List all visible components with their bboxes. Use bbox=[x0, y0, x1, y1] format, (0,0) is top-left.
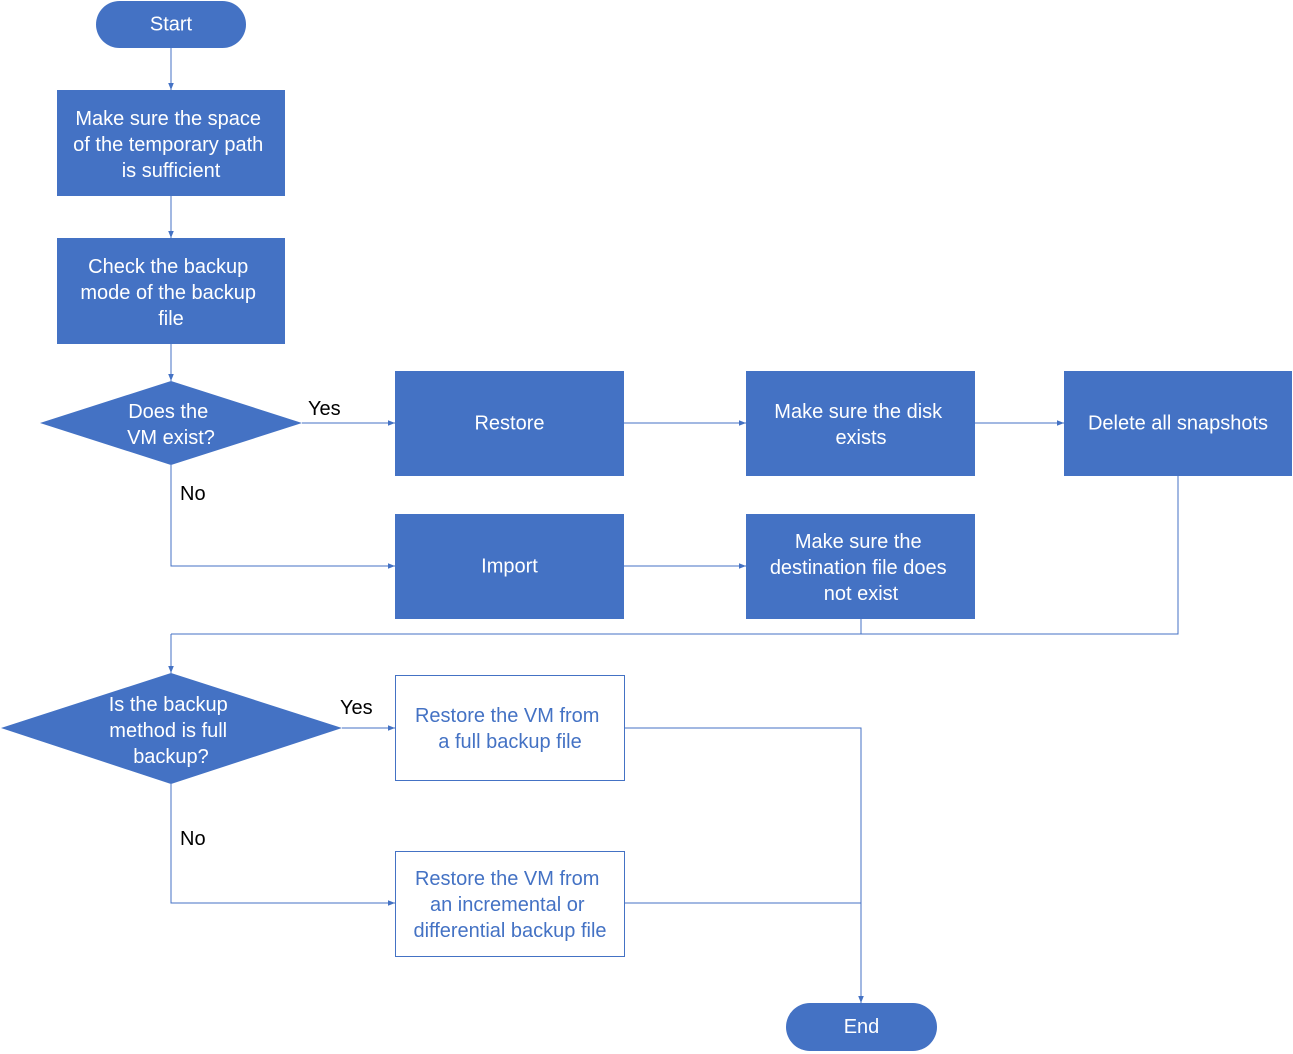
restore-label: Restore bbox=[474, 413, 544, 435]
end-label: End bbox=[844, 1016, 880, 1038]
check-space-label: Make sure the space of the temporary pat… bbox=[73, 108, 269, 182]
connectors bbox=[168, 48, 1179, 1003]
disk-exists-line-1: Make sure the disk bbox=[774, 401, 943, 423]
restore-incr-label: Restore the VM from an incremental or di… bbox=[413, 868, 606, 942]
check-mode-line-1: Check the backup bbox=[88, 256, 248, 278]
check-mode-label: Check the backup mode of the backup file bbox=[80, 256, 261, 330]
full-backup-line-1: Is the backup bbox=[109, 694, 228, 716]
dest-not-exist-node: Make sure the destination file does not … bbox=[746, 514, 975, 619]
restore-incr-line-3: differential backup file bbox=[413, 920, 606, 942]
check-space-line-2: of the temporary path bbox=[73, 134, 263, 156]
import-label: Import bbox=[481, 556, 538, 578]
vm-exist-label: Does the VM exist? bbox=[127, 401, 215, 449]
check-space-line-3: is sufficient bbox=[122, 160, 221, 182]
start-label: Start bbox=[150, 14, 193, 36]
full-backup-decision: Is the backup method is full backup? bbox=[1, 673, 342, 784]
disk-exists-line-2: exists bbox=[835, 427, 886, 449]
check-space-line-1: Make sure the space bbox=[75, 108, 261, 130]
restore-incr-node: Restore the VM from an incremental or di… bbox=[395, 851, 625, 957]
restore-full-line-2: a full backup file bbox=[438, 731, 581, 753]
vm-no-label: No bbox=[180, 483, 206, 505]
restore-incr-line-2: an incremental or bbox=[430, 894, 585, 916]
edge-snapshots-merge bbox=[171, 476, 1179, 635]
vm-yes-label: Yes bbox=[308, 398, 341, 420]
vm-exist-decision: Does the VM exist? bbox=[40, 381, 302, 465]
dest-not-exist-line-1: Make sure the bbox=[795, 531, 922, 553]
edge-full-no-to-restore-incr bbox=[170, 784, 395, 906]
full-backup-label: Is the backup method is full backup? bbox=[109, 694, 234, 768]
restore-full-label: Restore the VM from a full backup file bbox=[415, 705, 605, 753]
check-mode-line-2: mode of the backup bbox=[80, 282, 256, 304]
full-backup-line-2: method is full bbox=[109, 720, 227, 742]
check-mode-node: Check the backup mode of the backup file bbox=[57, 238, 285, 344]
dest-not-exist-label: Make sure the destination file does not … bbox=[770, 531, 952, 605]
delete-snapshots-node: Delete all snapshots bbox=[1064, 371, 1292, 476]
end-node: End bbox=[786, 1003, 937, 1051]
vm-exist-line-2: VM exist? bbox=[127, 427, 215, 449]
disk-exists-label: Make sure the disk exists bbox=[774, 401, 947, 449]
restore-full-node: Restore the VM from a full backup file bbox=[395, 675, 625, 781]
full-yes-label: Yes bbox=[340, 697, 373, 719]
disk-exists-node: Make sure the disk exists bbox=[746, 371, 975, 476]
full-backup-line-3: backup? bbox=[133, 746, 209, 768]
restore-full-line-1: Restore the VM from bbox=[415, 705, 600, 727]
dest-not-exist-line-3: not exist bbox=[824, 583, 899, 605]
dest-not-exist-line-2: destination file does bbox=[770, 557, 947, 579]
vm-exist-line-1: Does the bbox=[128, 401, 208, 423]
edge-vm-no-to-import bbox=[170, 465, 395, 569]
import-node: Import bbox=[395, 514, 624, 619]
restore-incr-line-1: Restore the VM from bbox=[415, 868, 600, 890]
check-mode-line-3: file bbox=[158, 308, 184, 330]
restore-node: Restore bbox=[395, 371, 624, 476]
delete-snapshots-label: Delete all snapshots bbox=[1088, 413, 1268, 435]
full-no-label: No bbox=[180, 828, 206, 850]
edge-restore-full-to-end bbox=[624, 727, 864, 1003]
start-node: Start bbox=[96, 1, 246, 48]
check-space-node: Make sure the space of the temporary pat… bbox=[57, 90, 285, 196]
